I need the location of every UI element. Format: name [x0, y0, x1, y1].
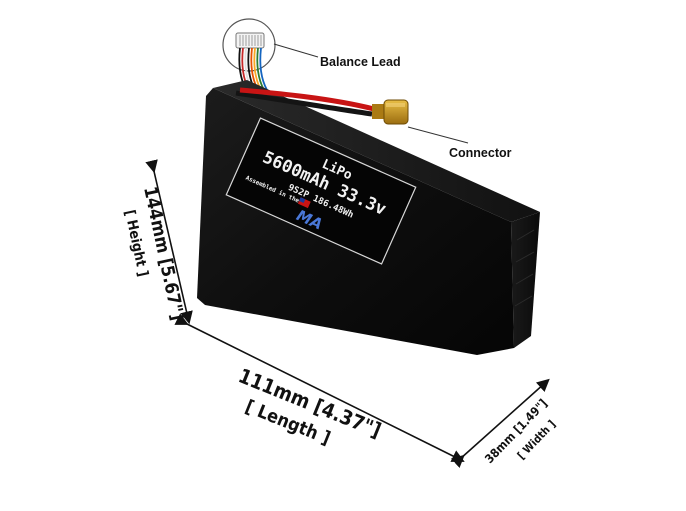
width-dimension: 38mm [1.49"] [ Width ] — [450, 378, 558, 469]
battery-top-face — [213, 80, 540, 222]
battery-pack: LiPo 5600mAh 33.3v 9S2P 186.48Wh Assembl… — [197, 80, 540, 355]
main-lead-red — [239, 87, 375, 112]
length-arrow — [174, 313, 465, 462]
width-arrow — [450, 378, 550, 469]
battery-label: LiPo 5600mAh 33.3v 9S2P 186.48Wh Assembl… — [225, 117, 417, 265]
balance-lead — [222, 18, 276, 91]
height-arrow — [145, 159, 193, 325]
main-lead-black — [235, 90, 373, 117]
connector-callout-line — [407, 126, 469, 144]
connector-plug — [372, 99, 409, 125]
us-flag-icon — [297, 197, 311, 209]
balance-lead-label: Balance Lead — [320, 55, 401, 69]
connector-label: Connector — [449, 146, 512, 160]
battery-side-face — [511, 212, 540, 348]
balance-lead-callout-line — [273, 43, 319, 58]
label-panel — [225, 117, 417, 265]
height-dimension: 144mm [5.67"] [ Height ] — [121, 159, 193, 325]
